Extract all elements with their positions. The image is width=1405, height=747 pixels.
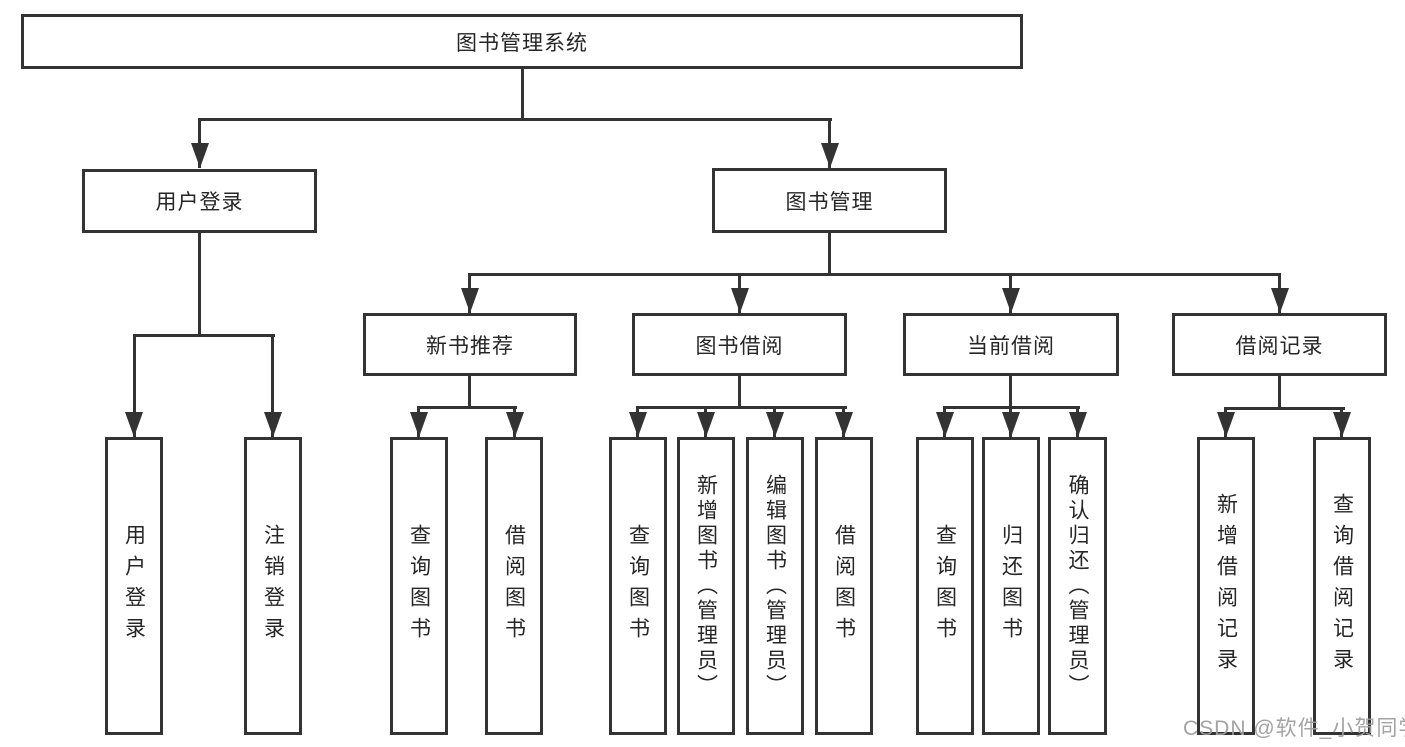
arrowhead-down <box>731 288 749 313</box>
connector-line <box>1278 376 1281 410</box>
connector-line <box>521 69 524 121</box>
leaf-user-login: 用户登录 <box>105 437 163 735</box>
arrowhead-down <box>936 412 954 437</box>
connector-line <box>271 334 274 437</box>
leaf-query-books: 查询图书 <box>609 437 667 735</box>
leaf-logout-label: 注销登录 <box>261 524 285 648</box>
node-borrowing-records: 借阅记录 <box>1172 313 1387 376</box>
arrowhead-down <box>629 412 647 437</box>
leaf-borrow-books: 借阅图书 <box>485 437 543 735</box>
leaf-user-login-label: 用户登录 <box>122 524 146 648</box>
connector-line <box>198 118 832 121</box>
arrowhead-down <box>1217 412 1235 437</box>
node-current-borrowing: 当前借阅 <box>903 313 1119 376</box>
leaf-edit-book-admin: 编辑图书（管理员） <box>746 437 804 735</box>
node-borrowing-records-label: 借阅记录 <box>1235 334 1324 358</box>
arrowhead-down <box>264 412 282 437</box>
leaf-borrow-books: 借阅图书 <box>815 437 873 735</box>
node-user-login-label: 用户登录 <box>155 191 244 214</box>
arrowhead-down <box>1002 288 1020 313</box>
connector-line <box>133 334 275 337</box>
arrowhead-down <box>766 412 784 437</box>
connector-line <box>944 406 1080 409</box>
arrowhead-down <box>835 412 853 437</box>
node-book-management-label: 图书管理 <box>785 190 874 214</box>
arrowhead-down <box>821 143 839 168</box>
leaf-add-borrow-record: 新增借阅记录 <box>1197 437 1255 735</box>
node-book-management: 图书管理 <box>712 168 947 233</box>
connector-line <box>469 273 1281 276</box>
leaf-query-borrow-record-label: 查询借阅记录 <box>1330 493 1354 679</box>
node-root-label: 图书管理系统 <box>456 31 588 55</box>
leaf-edit-book-admin-label: 编辑图书（管理员） <box>763 473 787 699</box>
arrowhead-down <box>410 412 428 437</box>
connector-line <box>198 233 201 337</box>
connector-line <box>468 376 471 409</box>
leaf-query-books-label: 查询图书 <box>407 524 431 648</box>
connector-line <box>637 406 847 409</box>
node-current-borrowing-label: 当前借阅 <box>967 334 1055 358</box>
leaf-query-books: 查询图书 <box>916 437 974 735</box>
connector-line <box>828 233 831 276</box>
arrowhead-down <box>1002 412 1020 437</box>
leaf-borrow-books-label: 借阅图书 <box>502 524 526 648</box>
leaf-confirm-return-admin: 确认归还（管理员） <box>1048 437 1107 735</box>
connector-line <box>738 376 741 409</box>
node-user-login: 用户登录 <box>82 169 317 233</box>
connector-line <box>418 406 517 409</box>
leaf-logout: 注销登录 <box>244 437 302 735</box>
connector-line <box>133 334 136 437</box>
node-root: 图书管理系统 <box>21 14 1023 69</box>
leaf-add-borrow-record-label: 新增借阅记录 <box>1214 493 1238 679</box>
arrowhead-down <box>1271 288 1289 313</box>
leaf-add-book-admin-label: 新增图书（管理员） <box>694 473 718 699</box>
arrowhead-down <box>697 412 715 437</box>
leaf-query-books-label: 查询图书 <box>626 524 650 648</box>
connector-line <box>1225 407 1345 410</box>
arrowhead-down <box>506 412 524 437</box>
arrowhead-down <box>125 412 143 437</box>
connector-line <box>1009 376 1012 409</box>
node-new-book-recommendation-label: 新书推荐 <box>426 334 514 358</box>
leaf-return-books: 归还图书 <box>982 437 1040 735</box>
leaf-query-books-label: 查询图书 <box>933 524 957 648</box>
node-book-borrowing-label: 图书借阅 <box>695 334 784 358</box>
leaf-query-books: 查询图书 <box>390 437 448 735</box>
arrowhead-down <box>1333 412 1351 437</box>
leaf-return-books-label: 归还图书 <box>999 524 1023 648</box>
csdn-watermark: CSDN @软件_小贺同学 <box>1183 717 1405 740</box>
arrowhead-down <box>1069 412 1087 437</box>
leaf-confirm-return-admin-label: 确认归还（管理员） <box>1066 473 1089 699</box>
leaf-query-borrow-record: 查询借阅记录 <box>1313 437 1371 735</box>
arrowhead-down <box>191 143 209 168</box>
node-book-borrowing: 图书借阅 <box>632 313 847 376</box>
leaf-add-book-admin: 新增图书（管理员） <box>677 437 735 735</box>
node-new-book-recommendation: 新书推荐 <box>363 313 577 376</box>
leaf-borrow-books-label: 借阅图书 <box>832 524 856 648</box>
arrowhead-down <box>461 288 479 313</box>
